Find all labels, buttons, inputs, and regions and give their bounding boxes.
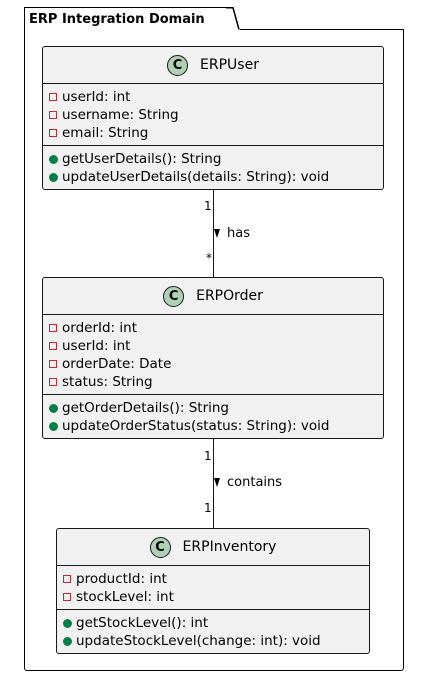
attribute-text: userId: int <box>62 338 131 354</box>
method-row: getUserDetails(): String <box>49 150 383 168</box>
method-text: updateStockLevel(change: int): void <box>76 633 321 649</box>
association-line-contains[interactable] <box>213 439 214 528</box>
package-title: ERP Integration Domain <box>29 12 205 27</box>
class-header: C ERPUser <box>43 47 383 84</box>
class-name: ERPInventory <box>182 539 277 555</box>
relation-label-has: has <box>214 226 250 241</box>
private-visibility-icon <box>49 360 57 368</box>
methods-section: getUserDetails(): String updateUserDetai… <box>43 145 383 189</box>
public-visibility-icon <box>49 403 58 413</box>
private-visibility-icon <box>63 593 71 601</box>
attribute-row: productId: int <box>63 570 369 588</box>
private-visibility-icon <box>49 324 57 332</box>
public-visibility-icon <box>49 421 58 431</box>
class-header: C ERPOrder <box>43 278 383 315</box>
association-line-has[interactable] <box>213 190 214 277</box>
method-text: updateOrderStatus(status: String): void <box>62 418 330 434</box>
attributes-section: orderId: int userId: int orderDate: Date… <box>43 315 383 394</box>
attribute-text: email: String <box>62 125 149 141</box>
package-tab-corner <box>226 7 240 30</box>
direction-arrow-icon <box>214 478 220 487</box>
attribute-text: username: String <box>62 107 179 123</box>
private-visibility-icon <box>63 575 71 583</box>
multiplicity-source: 1 <box>204 449 212 463</box>
public-visibility-icon <box>49 172 58 182</box>
class-erpinventory[interactable]: C ERPInventory productId: int stockLevel… <box>56 528 370 654</box>
package-tab: ERP Integration Domain <box>24 7 228 30</box>
method-text: getStockLevel(): int <box>76 615 209 631</box>
method-row: getOrderDetails(): String <box>49 399 383 417</box>
multiplicity-target: * <box>206 251 212 265</box>
attribute-row: orderId: int <box>49 319 383 337</box>
multiplicity-target: 1 <box>204 501 212 515</box>
methods-section: getStockLevel(): int updateStockLevel(ch… <box>57 609 369 653</box>
method-row: updateUserDetails(details: String): void <box>49 168 383 186</box>
method-row: updateOrderStatus(status: String): void <box>49 417 383 435</box>
class-erpuser[interactable]: C ERPUser userId: int username: String e… <box>42 46 384 190</box>
class-header: C ERPInventory <box>57 529 369 566</box>
private-visibility-icon <box>49 342 57 350</box>
method-text: getUserDetails(): String <box>62 151 222 167</box>
attributes-section: userId: int username: String email: Stri… <box>43 84 383 145</box>
methods-section: getOrderDetails(): String updateOrderSta… <box>43 394 383 438</box>
method-text: updateUserDetails(details: String): void <box>62 169 330 185</box>
attribute-row: orderDate: Date <box>49 355 383 373</box>
class-stereotype-icon: C <box>167 54 189 76</box>
method-row: getStockLevel(): int <box>63 614 369 632</box>
multiplicity-source: 1 <box>204 199 212 213</box>
class-stereotype-icon: C <box>149 536 171 558</box>
direction-arrow-icon <box>214 229 220 238</box>
private-visibility-icon <box>49 111 57 119</box>
attribute-text: stockLevel: int <box>76 589 174 605</box>
private-visibility-icon <box>49 93 57 101</box>
public-visibility-icon <box>63 618 72 628</box>
class-name: ERPOrder <box>196 288 263 304</box>
relation-label-text: contains <box>227 475 283 490</box>
attribute-row: email: String <box>49 124 383 142</box>
private-visibility-icon <box>49 378 57 386</box>
attribute-text: productId: int <box>76 571 167 587</box>
attribute-text: userId: int <box>62 89 131 105</box>
attribute-text: status: String <box>62 374 153 390</box>
attribute-row: userId: int <box>49 88 383 106</box>
attribute-row: userId: int <box>49 337 383 355</box>
method-row: updateStockLevel(change: int): void <box>63 632 369 650</box>
public-visibility-icon <box>49 154 58 164</box>
relation-label-contains: contains <box>214 475 282 490</box>
attribute-text: orderDate: Date <box>62 356 172 372</box>
method-text: getOrderDetails(): String <box>62 400 229 416</box>
attribute-row: username: String <box>49 106 383 124</box>
public-visibility-icon <box>63 636 72 646</box>
attribute-row: stockLevel: int <box>63 588 369 606</box>
attributes-section: productId: int stockLevel: int <box>57 566 369 609</box>
relation-label-text: has <box>227 226 250 241</box>
class-name: ERPUser <box>200 57 259 73</box>
attribute-row: status: String <box>49 373 383 391</box>
private-visibility-icon <box>49 129 57 137</box>
attribute-text: orderId: int <box>62 320 137 336</box>
class-stereotype-icon: C <box>163 285 185 307</box>
class-erporder[interactable]: C ERPOrder orderId: int userId: int orde… <box>42 277 384 439</box>
